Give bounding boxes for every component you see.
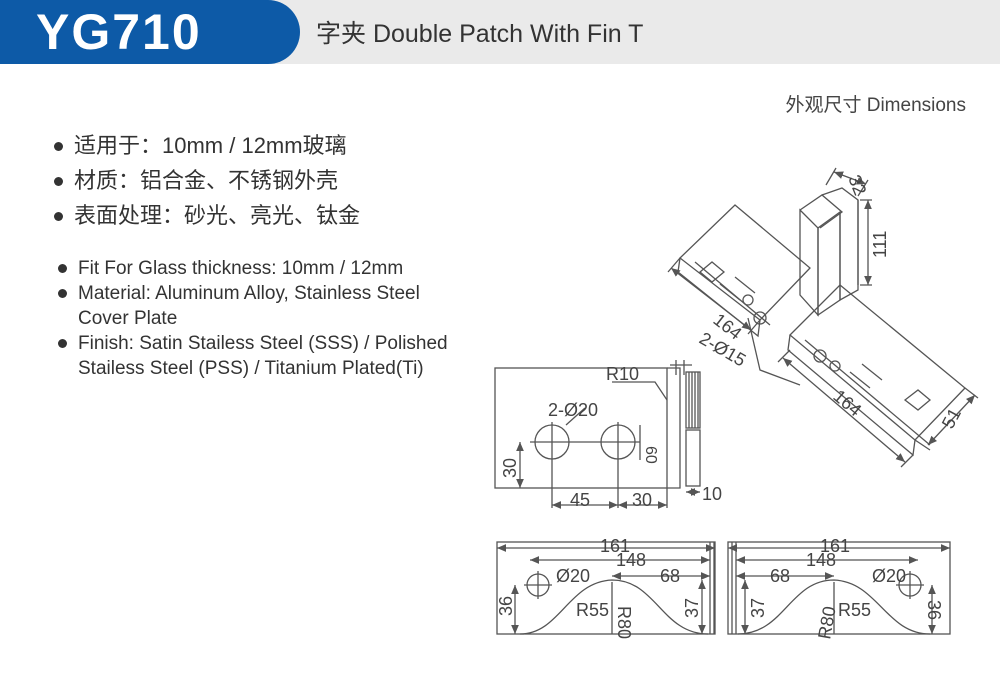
bl-dim-161: 161 — [600, 536, 630, 556]
bl-dim-68: 68 — [660, 566, 680, 586]
bl-dim-37: 37 — [682, 598, 702, 618]
product-title: 字夹 Double Patch With Fin T — [316, 20, 644, 48]
side-dim-60: 60 — [642, 446, 659, 464]
isometric-view — [667, 167, 979, 468]
spec-item-en: Fit For Glass thickness: 10mm / 12mm — [54, 256, 448, 281]
iso-dim-51: 51 — [938, 405, 965, 432]
bullet-icon — [58, 289, 67, 298]
spec-item-en: Finish: Satin Stailess Steel (SSS) / Pol… — [54, 331, 448, 381]
br-dim-80: R80 — [814, 605, 839, 641]
bullet-icon — [58, 264, 67, 273]
iso-dim-164-right: 164 — [829, 386, 865, 421]
bl-dim-36: 36 — [496, 596, 516, 616]
plate-view-left — [496, 541, 716, 635]
br-dim-37: 37 — [748, 598, 768, 618]
bullet-icon — [58, 339, 67, 348]
br-radius-r55: R55 — [838, 600, 871, 620]
side-dim-45: 45 — [570, 490, 590, 510]
bl-dim-80: R80 — [614, 606, 634, 639]
bl-dim-148: 148 — [616, 550, 646, 570]
br-dim-148: 148 — [806, 550, 836, 570]
side-holes-label: 2-Ø20 — [548, 400, 598, 420]
side-dim-30-vertical: 30 — [500, 458, 520, 478]
bullet-icon — [54, 212, 63, 221]
br-dim-68: 68 — [770, 566, 790, 586]
dimensions-label: 外观尺寸 Dimensions — [785, 95, 966, 116]
iso-dim-32: 32 — [844, 172, 870, 198]
bullet-icon — [54, 177, 63, 186]
br-hole-d20: Ø20 — [872, 566, 906, 586]
spec-item-en: Material: Aluminum Alloy, Stainless Stee… — [54, 281, 448, 331]
spec-item-cn: 适用于：10mm / 12mm玻璃 — [50, 131, 360, 166]
br-dim-161: 161 — [820, 536, 850, 556]
spec-list-chinese: 适用于：10mm / 12mm玻璃 材质：铝合金、不锈钢外壳 表面处理：砂光、亮… — [50, 131, 360, 236]
bl-radius-r55: R55 — [576, 600, 609, 620]
spec-item-cn: 表面处理：砂光、亮光、钛金 — [50, 201, 360, 236]
side-dim-10: 10 — [702, 484, 722, 504]
model-tab: YG710 — [0, 0, 300, 64]
spec-list-english: Fit For Glass thickness: 10mm / 12mm Mat… — [54, 256, 448, 381]
side-dim-30-horizontal: 30 — [632, 490, 652, 510]
bl-hole-d20: Ø20 — [556, 566, 590, 586]
model-code: YG710 — [36, 4, 202, 60]
iso-dim-111: 111 — [870, 231, 890, 258]
side-r10-label: R10 — [606, 364, 639, 384]
plate-view-right — [727, 541, 951, 635]
bullet-icon — [54, 142, 63, 151]
spec-item-cn: 材质：铝合金、不锈钢外壳 — [50, 166, 360, 201]
side-view — [494, 360, 701, 509]
br-dim-36: 36 — [924, 600, 944, 620]
